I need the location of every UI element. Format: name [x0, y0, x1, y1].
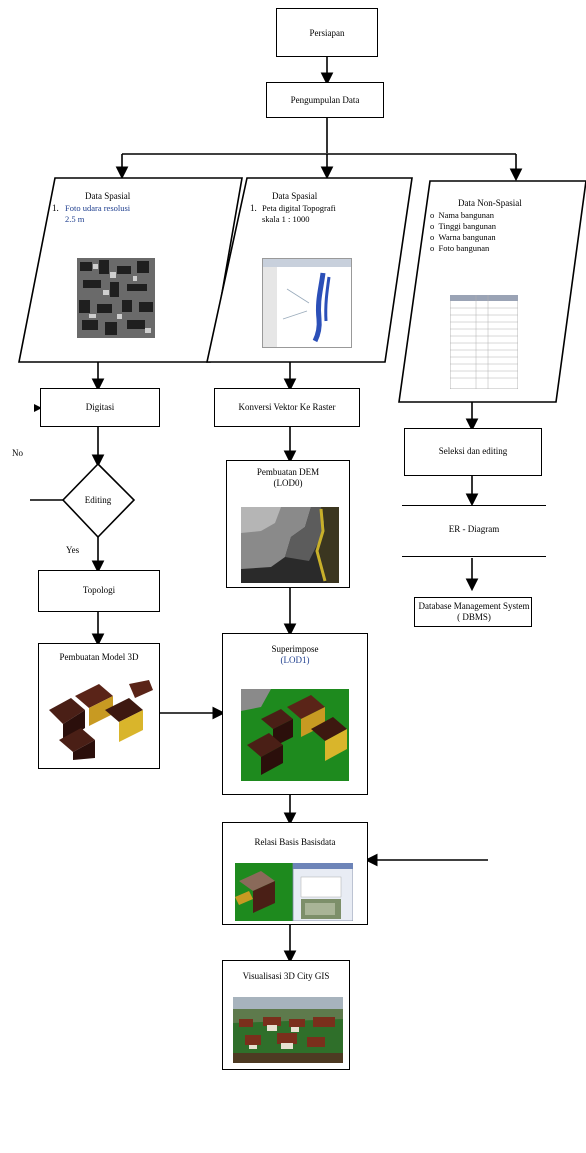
spatial2-list: Peta digital Topografi skala 1 : 1000 — [262, 203, 336, 225]
superimpose-box: Superimpose (LOD1) — [222, 633, 368, 795]
convert-box: Konversi Vektor Ke Raster — [214, 388, 360, 427]
model3d-image — [45, 680, 153, 760]
topology-label: Topologi — [82, 585, 116, 595]
dem-box: Pembuatan DEM (LOD0) — [226, 460, 350, 588]
mark-digitize — [34, 404, 42, 412]
model3d-label: Pembuatan Model 3D — [59, 652, 139, 662]
visual-image — [233, 997, 343, 1063]
erd-bottom-line — [402, 556, 546, 557]
spatial1-item: 2.5 m — [65, 214, 85, 224]
nonspatial-item: o Warna bangunan — [430, 232, 496, 242]
superimpose-sublabel: (LOD1) — [280, 655, 310, 665]
editing-label: Editing — [84, 495, 112, 505]
dem-sublabel: (LOD0) — [273, 478, 303, 488]
nonspatial-list: o Nama bangunan o Tinggi bangunan o Warn… — [430, 210, 496, 254]
nonspatial-item: o Tinggi bangunan — [430, 221, 497, 231]
linkdata-label: Relasi Basis Basisdata — [254, 837, 336, 847]
spatial1-num: 1. — [52, 203, 59, 213]
spatial2-title: Data Spasial — [272, 191, 318, 201]
model3d-box: Pembuatan Model 3D — [38, 643, 160, 769]
collect-label: Pengumpulan Data — [290, 95, 360, 105]
collect-box: Pengumpulan Data — [266, 82, 384, 118]
digitize-box: Digitasi — [40, 388, 160, 427]
convert-label: Konversi Vektor Ke Raster — [238, 402, 336, 412]
topology-box: Topologi — [38, 570, 160, 612]
dem-label: Pembuatan DEM — [256, 467, 320, 477]
spatial2-item: skala 1 : 1000 — [262, 214, 310, 224]
superimpose-label: Superimpose — [271, 644, 319, 654]
start-label: Persiapan — [309, 28, 345, 38]
start-box: Persiapan — [276, 8, 378, 57]
linkdata-box: Relasi Basis Basisdata — [222, 822, 368, 925]
topo-map — [262, 258, 352, 348]
editing-diamond — [61, 462, 136, 539]
spatial2-item: Peta digital Topografi — [262, 203, 336, 213]
no-label: No — [12, 448, 23, 458]
superimpose-image — [241, 689, 349, 781]
aerial-photo — [77, 258, 155, 338]
digitize-label: Digitasi — [85, 402, 115, 412]
dem-image — [241, 507, 339, 583]
linkdata-image — [235, 863, 353, 921]
dbms-sublabel: ( DBMS) — [457, 612, 491, 622]
nonspatial-shape — [398, 180, 586, 403]
nonspatial-item: o Nama bangunan — [430, 210, 494, 220]
visual-box: Visualisasi 3D City GIS — [222, 960, 350, 1070]
spatial2-num: 1. — [250, 203, 257, 213]
erd-top-line — [402, 505, 546, 506]
nonspatial-title: Data Non-Spasial — [458, 198, 522, 208]
spatial1-item: Foto udara resolusi — [65, 203, 131, 213]
erd-label: ER - Diagram — [448, 524, 500, 534]
selection-box: Seleksi dan editing — [404, 428, 542, 476]
spatial1-title: Data Spasial — [85, 191, 131, 201]
dbms-label: Database Management System — [418, 601, 530, 611]
yes-label: Yes — [66, 545, 80, 555]
selection-label: Seleksi dan editing — [438, 446, 508, 456]
nonspatial-item: o Foto bangunan — [430, 243, 490, 253]
spatial1-list: Foto udara resolusi 2.5 m — [65, 203, 130, 225]
dbms-box — [414, 597, 532, 627]
attribute-table — [450, 295, 518, 389]
visual-label: Visualisasi 3D City GIS — [242, 971, 330, 981]
